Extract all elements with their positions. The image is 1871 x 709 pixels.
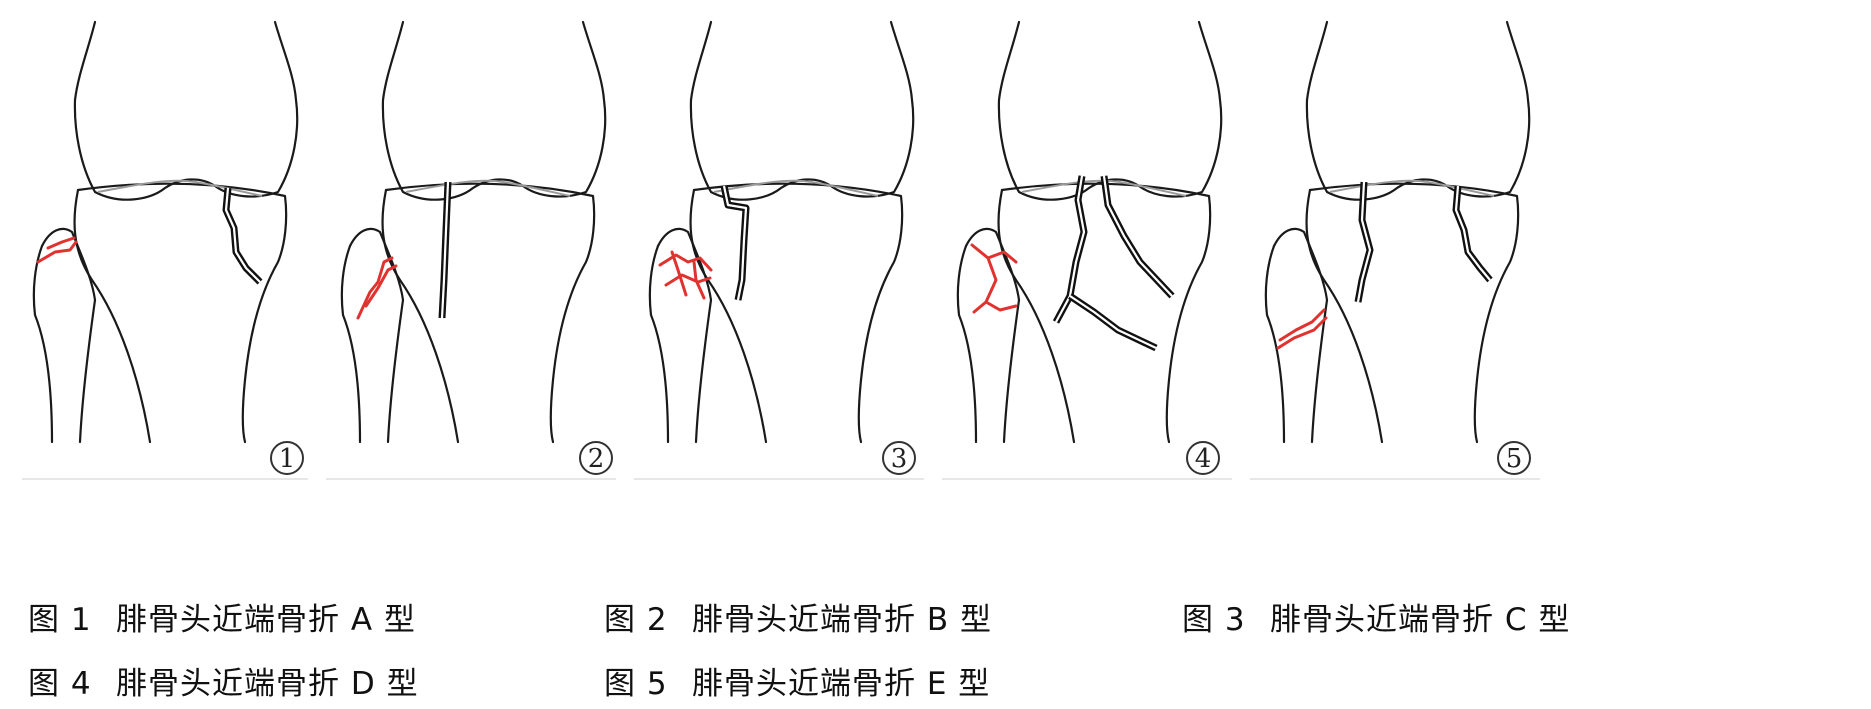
panel-4-type-d: 4 [942, 20, 1232, 480]
caption-figure-4-number: 图 4 [28, 666, 92, 702]
caption-figure-3: 图 3 腓骨头近端骨折 C 型 [1182, 600, 1570, 640]
caption-figure-4-title: 腓骨头近端骨折 D 型 [116, 666, 419, 702]
caption-figure-1-title: 腓骨头近端骨折 A 型 [116, 602, 416, 638]
caption-figure-5-number: 图 5 [604, 666, 668, 702]
caption-figure-3-number: 图 3 [1182, 602, 1246, 638]
panel-number-4: 4 [1195, 444, 1212, 474]
caption-figure-1-number: 图 1 [28, 602, 92, 638]
panel-number-2: 2 [588, 444, 605, 474]
panel-3-type-c: 3 [634, 20, 924, 480]
caption-figure-4: 图 4 腓骨头近端骨折 D 型 [28, 664, 419, 704]
caption-figure-5-title: 腓骨头近端骨折 E 型 [692, 666, 991, 702]
caption-figure-1: 图 1 腓骨头近端骨折 A 型 [28, 600, 416, 640]
panel-number-3: 3 [891, 444, 908, 474]
panel-number-1: 1 [279, 444, 296, 474]
panel-5-type-e: 5 [1250, 20, 1540, 480]
panel-1-type-a: 1 [22, 20, 308, 480]
caption-figure-2-title: 腓骨头近端骨折 B 型 [692, 602, 992, 638]
fracture-diagram-panels: 1 2 3 4 [22, 20, 1540, 480]
caption-figure-2-number: 图 2 [604, 602, 668, 638]
caption-figure-3-title: 腓骨头近端骨折 C 型 [1270, 602, 1571, 638]
panel-number-5: 5 [1506, 444, 1523, 474]
caption-figure-5: 图 5 腓骨头近端骨折 E 型 [604, 664, 990, 704]
caption-figure-2: 图 2 腓骨头近端骨折 B 型 [604, 600, 992, 640]
panel-2-type-b: 2 [326, 20, 616, 480]
